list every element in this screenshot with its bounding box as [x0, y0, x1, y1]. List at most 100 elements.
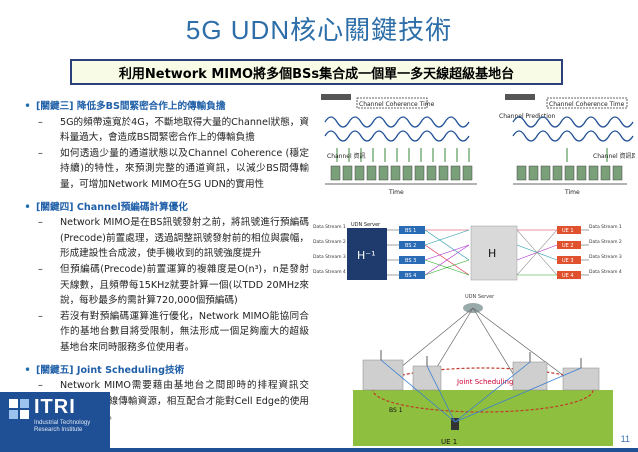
stream-left-label: Data Stream 1 — [313, 224, 346, 230]
ue-label: UE 4 — [562, 273, 574, 279]
phone-icon — [414, 165, 425, 181]
phone-icon — [588, 165, 599, 181]
coherence-label-left: Channel Coherence Time — [359, 101, 435, 108]
channel-coherence-figure: Channel Coherence Time Channel Coherence… — [317, 92, 635, 200]
sub-text: 若沒有對預編碼運算進行優化，Network MIMO能協同合作的基地台數目將受限… — [60, 310, 309, 353]
bs-label: BS 4 — [405, 273, 416, 279]
coherence-label-right: Channel Coherence Time — [549, 101, 625, 108]
stream-right-label: Data Stream 3 — [589, 254, 622, 260]
precoding-figure: Data Stream 1 Data Stream 2 Data Stream … — [313, 222, 635, 284]
bs-label: BS 3 — [405, 258, 416, 264]
base-station-icon-left — [321, 94, 351, 100]
ue-label-bottom: UE 1 — [441, 438, 457, 446]
sub-item: –如何透過少量的通道狀態以及Channel Coherence (穩定持續)的特… — [38, 146, 309, 193]
udn-server-label: UDN Server — [351, 222, 381, 228]
phone-icon — [366, 165, 377, 181]
bs-box — [399, 241, 425, 249]
phone-icon — [342, 165, 353, 181]
bs-label-bottom: BS 1 — [389, 407, 403, 414]
phone-icon — [600, 165, 611, 181]
bullet-dot-icon: • — [24, 362, 32, 377]
banner-text: 利用Network MIMO將多個BSs集合成一個單一多天線超級基地台 — [118, 66, 515, 82]
phone-icon — [576, 165, 587, 181]
phone-icon — [330, 165, 341, 181]
building-icon — [412, 365, 442, 391]
page-number: 11 — [620, 434, 630, 444]
feedback-label: Channel 資訊回授 — [593, 152, 635, 160]
bullet-heading: [關鍵三] 降低多BS間緊密合作上的傳輸負擔 — [36, 101, 226, 112]
phone-icon — [528, 165, 539, 181]
stream-right-label: Data Stream 4 — [589, 269, 622, 275]
stream-left-label: Data Stream 2 — [313, 239, 346, 245]
phone-icon — [462, 165, 473, 181]
prediction-label: Channel Prediction — [499, 113, 556, 120]
stream-left-label: Data Stream 4 — [313, 269, 346, 275]
page-title: 5G UDN核心關鍵技術 — [185, 15, 453, 45]
sub-item: –若沒有對預編碼運算進行優化，Network MIMO能協同合作的基地台數目將受… — [38, 309, 309, 356]
wave-left-1 — [324, 116, 470, 128]
phone-icon — [354, 165, 365, 181]
logo-panel — [0, 392, 110, 452]
ue-box — [557, 241, 581, 249]
wave-right-2 — [512, 130, 634, 142]
bs-box — [399, 256, 425, 264]
phone-icon — [378, 165, 389, 181]
ue-box — [557, 271, 581, 279]
channel-info-label: Channel 資訊 — [327, 152, 366, 160]
footer-bar — [0, 448, 638, 452]
bullet-heading: [關鍵四] Channel預編碼計算優化 — [36, 201, 188, 213]
wave-right-1 — [512, 116, 634, 128]
wave-left-2 — [324, 130, 470, 142]
logo-subtitle: Industrial Technology Research Institute — [34, 420, 91, 433]
bullet-heading: [關鍵五] Joint Scheduling技術 — [36, 364, 185, 376]
bullet-dot-icon: • — [24, 99, 32, 113]
bs-box — [399, 271, 425, 279]
building-icon — [562, 367, 600, 391]
h-inverse-label: H⁻¹ — [357, 249, 376, 262]
ue-label: UE 2 — [562, 243, 574, 249]
phone-icon — [564, 165, 575, 181]
banner: 利用Network MIMO將多個BSs集合成一個單一多天線超級基地台 — [70, 59, 563, 85]
stream-left-label: Data Stream 3 — [313, 254, 346, 260]
ue-phone-icon — [451, 418, 459, 430]
phone-icon — [390, 165, 401, 181]
ue-label: UE 1 — [562, 228, 574, 234]
base-station-icon-right — [505, 94, 535, 100]
bullet-dot-icon: • — [24, 199, 32, 214]
phone-icon — [438, 165, 449, 181]
phone-icon — [450, 165, 461, 181]
bullet-item: • [關鍵四] Channel預編碼計算優化 — [24, 200, 309, 216]
building-icon — [362, 359, 404, 391]
bs-box — [399, 226, 425, 234]
joint-scheduling-figure: UDN Server Joint Scheduling BS 1 UE 1 — [333, 290, 635, 450]
joint-scheduling-label: Joint Scheduling — [456, 378, 513, 386]
h-label: H — [488, 247, 496, 260]
time-label-left: Time — [388, 189, 404, 196]
udn-server-label-bottom: UDN Server — [465, 294, 495, 300]
bs-label: BS 1 — [405, 228, 416, 234]
phone-icon — [426, 165, 437, 181]
phone-icon — [552, 165, 563, 181]
phone-icon — [540, 165, 551, 181]
ue-box — [557, 226, 581, 234]
stream-right-label: Data Stream 1 — [589, 224, 622, 230]
sub-item: –5G的頻帶遠寬於4G，不斷地取得大量的Channel狀態，資料量過大，會造成B… — [38, 115, 309, 146]
ue-box — [557, 256, 581, 264]
phone-icon — [516, 165, 527, 181]
sub-item: –Network MIMO是在BS訊號發射之前，將訊號進行預編碼(Precode… — [38, 215, 309, 262]
phone-icon — [402, 165, 413, 181]
phone-icon — [612, 165, 623, 181]
sub-text: Network MIMO是在BS訊號發射之前，將訊號進行預編碼(Precode)… — [60, 217, 309, 260]
bs-label: BS 2 — [405, 243, 416, 249]
building-icon — [512, 361, 548, 391]
sub-text: 如何透過少量的通道狀態以及Channel Coherence (穩定持續)的特性… — [60, 147, 309, 190]
sub-text: 5G的頻帶遠寬於4G，不斷地取得大量的Channel狀態，資料量過大，會造成BS… — [60, 116, 309, 144]
time-label-right: Time — [564, 189, 580, 196]
ue-label: UE 3 — [562, 258, 574, 264]
bullet-item: • [關鍵五] Joint Scheduling技術 — [24, 363, 309, 379]
sub-item: –但預編碼(Precode)前置運算的複雜度是O(n³)，n是發射天線數，且頻帶… — [38, 262, 309, 309]
stream-right-label: Data Stream 2 — [589, 239, 622, 245]
bullet-list: • [關鍵三] 降低多BS間緊密合作上的傳輸負擔 –5G的頻帶遠寬於4G，不斷地… — [24, 97, 309, 425]
sub-text: 但預編碼(Precode)前置運算的複雜度是O(n³)，n是發射天線數，且頻帶每… — [60, 263, 309, 307]
itri-logo-icon — [9, 399, 29, 419]
